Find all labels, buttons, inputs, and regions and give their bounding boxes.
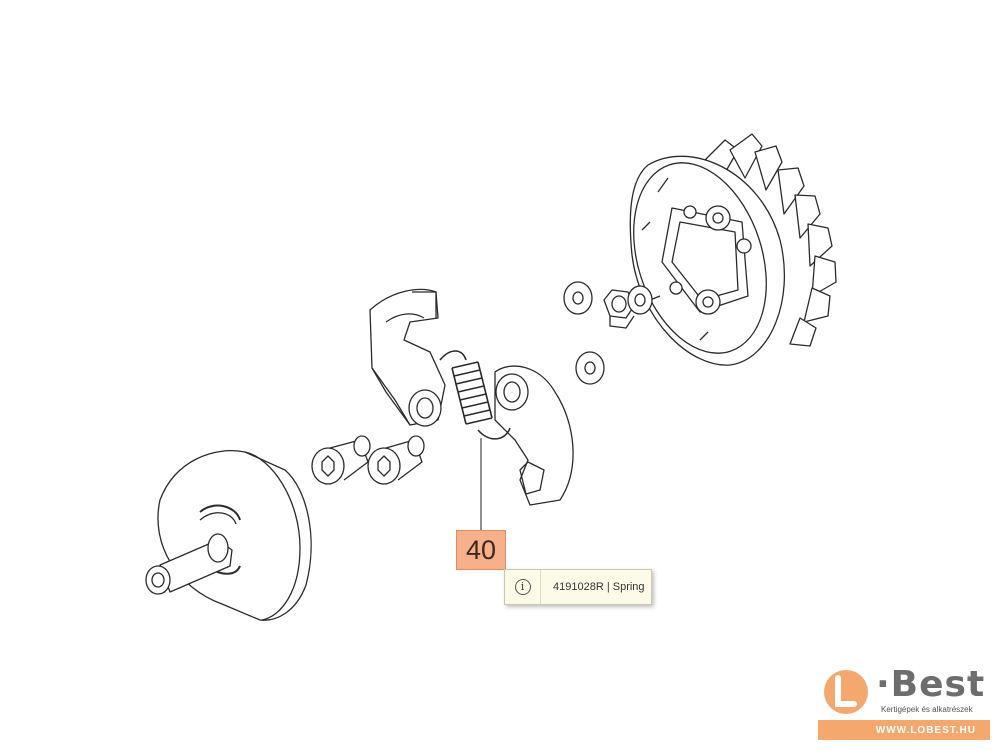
logo-url-bar[interactable]: WWW.LOBEST.HU	[818, 720, 990, 740]
washer-lower	[575, 351, 605, 385]
lobest-logo-mark	[824, 670, 868, 714]
logo-name: ·Best	[876, 664, 986, 705]
part-tooltip: i 4191028R | Spring	[504, 569, 652, 605]
callout-number: 40	[465, 534, 497, 565]
tooltip-icon-cell: i	[505, 570, 541, 604]
shoulder-bolt-2	[367, 435, 425, 485]
clutch-drum	[145, 450, 312, 621]
shoulder-bolt-1	[311, 435, 371, 485]
tooltip-text: 4191028R | Spring	[553, 581, 645, 593]
washer-flywheel	[627, 285, 653, 315]
logo-suffix: kft.	[968, 676, 978, 683]
flywheel	[629, 133, 837, 366]
clutch-shoe-right	[494, 365, 574, 506]
hex-nut	[603, 289, 635, 329]
info-icon: i	[514, 579, 531, 595]
washer-upper	[563, 281, 593, 315]
lobest-logo[interactable]: ·Best kft. Kertigépek és alkatrészek WWW…	[818, 664, 990, 746]
logo-url: WWW.LOBEST.HU	[875, 724, 976, 736]
logo-tagline: Kertigépek és alkatrészek	[881, 705, 973, 714]
clutch-spring	[439, 350, 511, 440]
clutch-shoe-left	[369, 288, 446, 427]
flywheel-fins	[704, 133, 837, 347]
flywheel-face	[633, 162, 767, 354]
part-callout-40[interactable]: 40	[456, 530, 506, 570]
